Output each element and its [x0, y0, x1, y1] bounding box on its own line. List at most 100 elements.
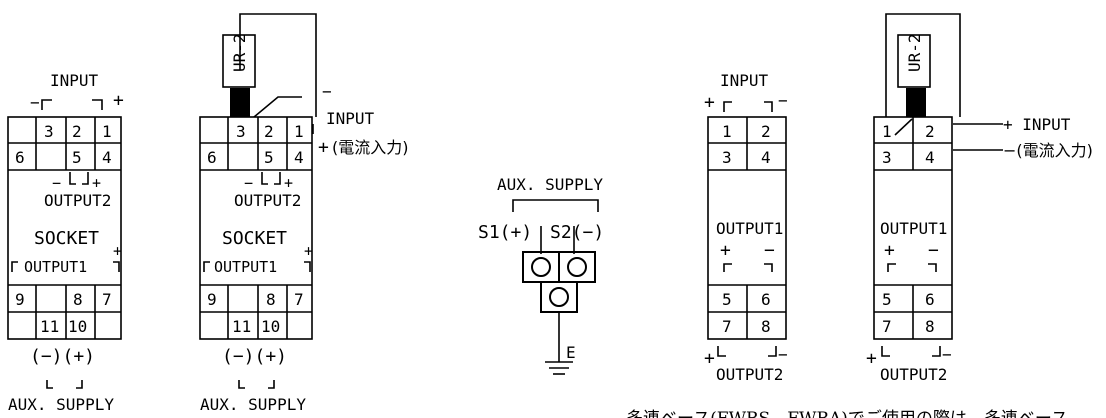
terminal-5: 5: [722, 290, 732, 309]
terminal-8: 8: [266, 290, 276, 309]
aux-bracket-left: [46, 380, 53, 389]
earth-label: E: [566, 343, 576, 362]
socket-label: SOCKET: [222, 228, 287, 249]
terminal-3: 3: [236, 122, 246, 141]
terminal-5: 5: [72, 148, 82, 167]
ur2-plug: [906, 88, 926, 117]
svg-text:−: −: [778, 345, 788, 364]
svg-text:−: −: [778, 91, 788, 110]
terminal-3: 3: [722, 148, 732, 167]
note-text: 多連ベース(FWBS、FWBA)でご使用の際は、多連ベース: [626, 408, 1068, 418]
terminal-4: 4: [925, 148, 935, 167]
terminal-2: 2: [925, 122, 935, 141]
output1-label: OUTPUT1: [880, 219, 947, 238]
terminal-9: 9: [207, 290, 217, 309]
plus-sign: +: [113, 90, 124, 111]
svg-text:+: +: [284, 174, 293, 192]
input-label: INPUT: [720, 71, 769, 90]
svg-text:−: −: [244, 174, 253, 192]
output1-bracket-left: [11, 261, 18, 272]
terminal-6: 6: [207, 148, 217, 167]
terminal-1: 1: [722, 122, 732, 141]
terminal-7: 7: [722, 317, 732, 336]
terminal-2: 2: [761, 122, 771, 141]
plus-input-label: + INPUT: [1003, 115, 1071, 134]
terminal-10: 10: [261, 317, 280, 336]
socket-body-2: [199, 116, 313, 340]
minus-current-label: −(電流入力): [1003, 141, 1093, 160]
rail-diagram-2: UR-2 + INPUT −(電流入力) 1 2 3 4 OUTPUT1 + −…: [866, 13, 1093, 384]
terminal-11: 11: [232, 317, 251, 336]
svg-text:−: −: [322, 82, 332, 101]
svg-text:+: +: [113, 242, 122, 260]
terminal-4: 4: [294, 148, 304, 167]
current-input-label: (電流入力): [332, 138, 409, 157]
terminal-1: 1: [102, 122, 112, 141]
socket-label: SOCKET: [34, 228, 99, 249]
terminal-8: 8: [73, 290, 83, 309]
terminal-8: 8: [925, 317, 935, 336]
svg-text:+: +: [704, 348, 715, 369]
ur2-lead: [894, 118, 913, 136]
ur2-label: UR-2: [905, 33, 924, 72]
terminal-s1: [531, 257, 551, 277]
terminal-s2: [567, 257, 587, 277]
aux-supply-title: AUX. SUPPLY: [497, 175, 603, 194]
output1-label: OUTPUT1: [214, 258, 277, 276]
terminal-2: 2: [72, 122, 82, 141]
terminal-6: 6: [15, 148, 25, 167]
terminal-6: 6: [925, 290, 935, 309]
input-label: INPUT: [50, 71, 99, 90]
svg-text:−: −: [928, 240, 939, 261]
svg-text:−: −: [52, 174, 61, 192]
ur2-lead: [253, 96, 302, 118]
aux-supply-label: AUX. SUPPLY: [8, 395, 114, 414]
s2-label: S2(−): [550, 222, 604, 243]
terminal-1: 1: [882, 122, 892, 141]
minus-sign: −: [30, 93, 40, 112]
aux-bracket-right: [76, 380, 83, 389]
svg-text:+: +: [866, 348, 877, 369]
svg-text:+: +: [304, 242, 313, 260]
terminal-8: 8: [761, 317, 771, 336]
output1-bracket-right: [113, 261, 120, 272]
svg-text:+: +: [92, 174, 101, 192]
s1-label: S1(+): [478, 222, 532, 243]
output2-label: OUTPUT2: [716, 365, 783, 384]
output2-bracket-left: [69, 172, 76, 185]
ur2-label: UR-2: [230, 33, 249, 72]
aux-bracket: [512, 199, 599, 212]
input-bracket-right: [92, 99, 103, 110]
ur2-module: [222, 34, 256, 88]
output1-label: OUTPUT1: [24, 258, 87, 276]
terminal-6: 6: [761, 290, 771, 309]
output1-label: OUTPUT1: [716, 219, 783, 238]
terminal-5: 5: [882, 290, 892, 309]
output2-label: OUTPUT2: [880, 365, 947, 384]
svg-text:−: −: [942, 345, 952, 364]
terminal-2: 2: [264, 122, 274, 141]
terminal-earth: [549, 287, 569, 307]
socket-diagram-2: UR-2 − INPUT + (電流入力) 3 2 1 6 5 4 − + OU…: [199, 13, 409, 414]
output2-label: OUTPUT2: [234, 191, 301, 210]
svg-text:+: +: [704, 92, 715, 113]
aux-polarity: (−)(+): [222, 346, 287, 367]
socket-diagram-1: INPUT − + 3 2 1 6 5 4 − + OUTPUT2 SOCKET…: [7, 71, 124, 414]
ur2-module: [897, 34, 931, 88]
terminal-3: 3: [882, 148, 892, 167]
terminal-9: 9: [15, 290, 25, 309]
aux-supply-block: AUX. SUPPLY S1(+) S2(−) E: [478, 175, 604, 375]
ur2-plug: [230, 88, 250, 117]
terminal-1: 1: [294, 122, 304, 141]
ur2-wire: [885, 13, 961, 117]
input-bracket-left: [41, 99, 52, 110]
terminal-10: 10: [68, 317, 87, 336]
svg-text:+: +: [884, 240, 895, 261]
terminal-7: 7: [102, 290, 112, 309]
socket-body: [7, 116, 122, 340]
terminal-4: 4: [102, 148, 112, 167]
output2-label: OUTPUT2: [44, 191, 111, 210]
svg-text:+: +: [318, 137, 329, 158]
output2-bracket-right: [82, 172, 89, 185]
